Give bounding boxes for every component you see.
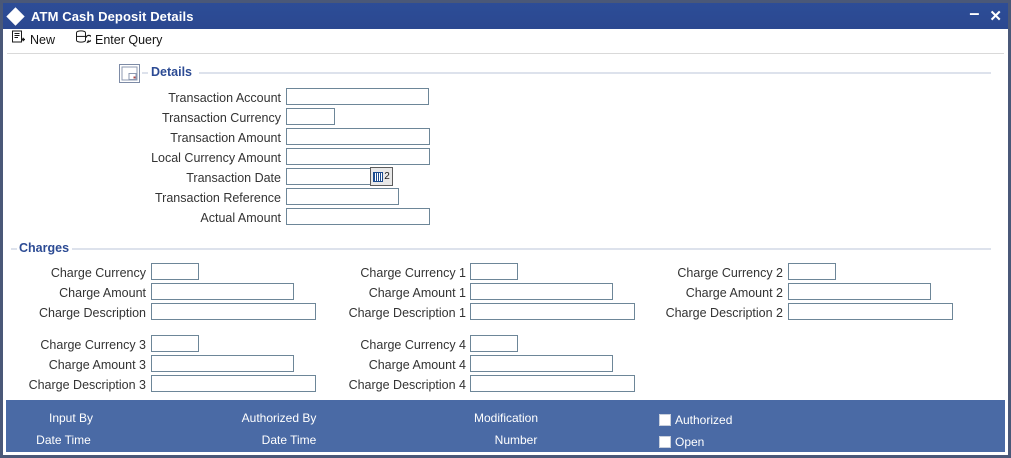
authorized-by-label: Authorized By [241, 411, 317, 425]
charge-amount-input[interactable] [151, 283, 294, 300]
charge-amount-1-input[interactable] [470, 283, 613, 300]
new-button[interactable]: New [11, 30, 55, 50]
minimize-button[interactable]: – [969, 2, 980, 23]
authorized-checkbox-box[interactable] [659, 414, 671, 426]
panel-restore-icon[interactable] [119, 64, 140, 83]
details-legend-line [199, 72, 991, 74]
charge-description-2-input[interactable] [788, 303, 953, 320]
details-legend-tick [142, 72, 148, 74]
transaction-amount-input[interactable] [286, 128, 430, 145]
label-transaction-reference: Transaction Reference [155, 191, 281, 205]
transaction-reference-input[interactable] [286, 188, 399, 205]
open-checkbox-box[interactable] [659, 436, 671, 448]
transaction-currency-input[interactable] [286, 108, 335, 125]
charge-currency-2-input[interactable] [788, 263, 836, 280]
calendar-button-glyph: 2 [384, 171, 390, 182]
label-charge-amount-3: Charge Amount 3 [48, 358, 146, 372]
close-button[interactable]: ✕ [989, 7, 1002, 25]
label-charge-amount-2: Charge Amount 2 [685, 286, 783, 300]
enter-query-button[interactable]: Enter Query [75, 29, 163, 50]
transaction-account-input[interactable] [286, 88, 429, 105]
charge-description-4-input[interactable] [470, 375, 635, 392]
calendar-picker-button[interactable]: 2 [370, 167, 393, 186]
calendar-icon: 2 [373, 171, 390, 182]
charge-currency-input[interactable] [151, 263, 199, 280]
label-transaction-account: Transaction Account [168, 91, 281, 105]
label-charge-description-3: Charge Description 3 [28, 378, 146, 392]
charges-legend: Charges [19, 241, 70, 255]
charge-description-input[interactable] [151, 303, 316, 320]
open-checkbox[interactable]: Open [659, 435, 704, 449]
charge-currency-4-input[interactable] [470, 335, 518, 352]
label-transaction-date: Transaction Date [186, 171, 281, 185]
charge-description-3-input[interactable] [151, 375, 316, 392]
label-charge-currency-2: Charge Currency 2 [677, 266, 783, 280]
label-charge-description-1: Charge Description 1 [348, 306, 466, 320]
transaction-date-input[interactable] [286, 168, 373, 185]
charges-legend-tick [11, 248, 17, 250]
details-legend: Details [151, 65, 192, 79]
authorized-checkbox-label: Authorized [675, 413, 733, 427]
charge-currency-3-input[interactable] [151, 335, 199, 352]
label-charge-amount: Charge Amount [59, 286, 146, 300]
charge-description-1-input[interactable] [470, 303, 635, 320]
window-controls: – ✕ [969, 3, 1002, 29]
label-charge-currency-4: Charge Currency 4 [360, 338, 466, 352]
label-actual-amount: Actual Amount [200, 211, 281, 225]
charges-legend-line [72, 248, 991, 250]
status-footer: Input By Date Time Authorized By Date Ti… [6, 400, 1005, 452]
diamond-icon [6, 6, 25, 26]
label-charge-currency: Charge Currency [50, 266, 146, 280]
label-charge-amount-4: Charge Amount 4 [368, 358, 466, 372]
label-transaction-currency: Transaction Currency [161, 111, 281, 125]
label-charge-description: Charge Description [39, 306, 146, 320]
actual-amount-input[interactable] [286, 208, 430, 225]
label-charge-description-2: Charge Description 2 [665, 306, 783, 320]
window-titlebar: ATM Cash Deposit Details – ✕ [3, 3, 1008, 29]
label-transaction-amount: Transaction Amount [170, 131, 281, 145]
enter-query-button-label: Enter Query [95, 32, 163, 47]
database-query-icon [75, 29, 93, 50]
charge-amount-2-input[interactable] [788, 283, 931, 300]
charge-amount-4-input[interactable] [470, 355, 613, 372]
toolbar: New Enter Query [3, 29, 1008, 50]
modification-number-label: Number [494, 433, 538, 447]
window-title: ATM Cash Deposit Details [31, 8, 194, 24]
label-charge-description-4: Charge Description 4 [348, 378, 466, 392]
charge-amount-3-input[interactable] [151, 355, 294, 372]
label-charge-currency-3: Charge Currency 3 [40, 338, 146, 352]
input-by-label: Input By [48, 411, 94, 425]
new-document-icon [11, 30, 26, 50]
charge-currency-1-input[interactable] [470, 263, 518, 280]
authorized-by-datetime-label: Date Time [261, 433, 317, 447]
modification-label: Modification [473, 411, 539, 425]
label-charge-currency-1: Charge Currency 1 [360, 266, 466, 280]
toolbar-divider [7, 53, 1004, 54]
local-currency-amount-input[interactable] [286, 148, 430, 165]
input-by-datetime-label: Date Time [36, 433, 91, 447]
label-local-currency-amount: Local Currency Amount [151, 151, 281, 165]
label-charge-amount-1: Charge Amount 1 [368, 286, 466, 300]
open-checkbox-label: Open [675, 435, 705, 449]
authorized-checkbox[interactable]: Authorized [659, 413, 732, 427]
new-button-label: New [30, 32, 56, 47]
